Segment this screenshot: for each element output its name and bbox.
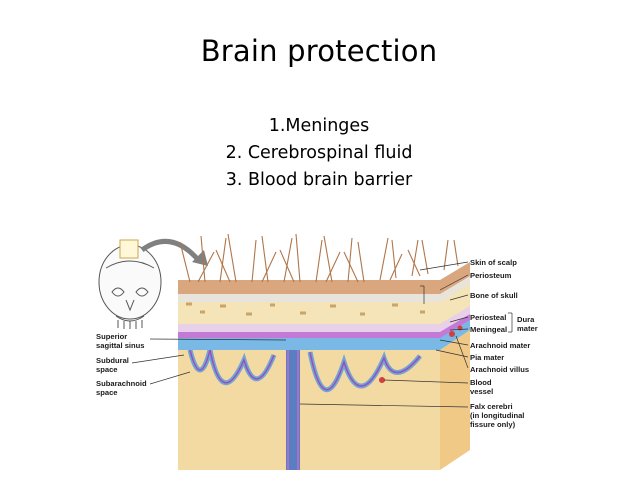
skull-sketch — [98, 239, 162, 329]
label-periosteum: Periosteum — [470, 271, 512, 280]
list-item-bbb: 3. Blood brain barrier — [225, 170, 413, 190]
label-pia-mater: Pia mater — [470, 353, 504, 362]
label-dura-line1: Dura — [517, 315, 535, 324]
label-falx-line1: Falx cerebri — [470, 402, 513, 411]
label-subarachnoid-line1: Subarachnoid — [96, 379, 147, 388]
label-meningeal: Meningeal — [470, 325, 507, 334]
label-bone-of-skull: Bone of skull — [470, 291, 518, 300]
label-blood-line1: Blood — [470, 378, 492, 387]
leader-lines-left — [131, 338, 287, 385]
list-item-csf: 2. Cerebrospinal fluid — [225, 143, 413, 163]
slide-title: Brain protection — [200, 34, 438, 68]
leader-lines-right — [299, 261, 513, 408]
label-periosteal: Periosteal — [470, 313, 506, 322]
label-falx-line3: fissure only) — [470, 420, 516, 429]
label-falx-line2: (in longitudinal — [470, 411, 524, 420]
label-superior-line1: Superior — [96, 332, 127, 341]
label-subarachnoid-line2: space — [96, 388, 118, 397]
pointer-arrow-head — [192, 250, 208, 266]
label-arachnoid-villus: Arachnoid villus — [470, 365, 529, 374]
tissue-block — [178, 233, 470, 470]
label-blood-line2: vessel — [470, 387, 493, 396]
list-item-meninges: 1.Meninges — [268, 116, 370, 136]
label-subdural-line1: Subdural — [96, 356, 129, 365]
label-subdural-line2: space — [96, 365, 118, 374]
label-arachnoid-mater: Arachnoid mater — [470, 341, 530, 350]
label-superior-line2: sagittal sinus — [96, 341, 145, 350]
protection-list: 1.Meninges 2. Cerebrospinal fluid 3. Blo… — [0, 113, 638, 194]
label-skin-of-scalp: Skin of scalp — [470, 258, 517, 267]
label-dura-line2: mater — [517, 324, 538, 333]
pointer-arrow — [140, 239, 202, 264]
